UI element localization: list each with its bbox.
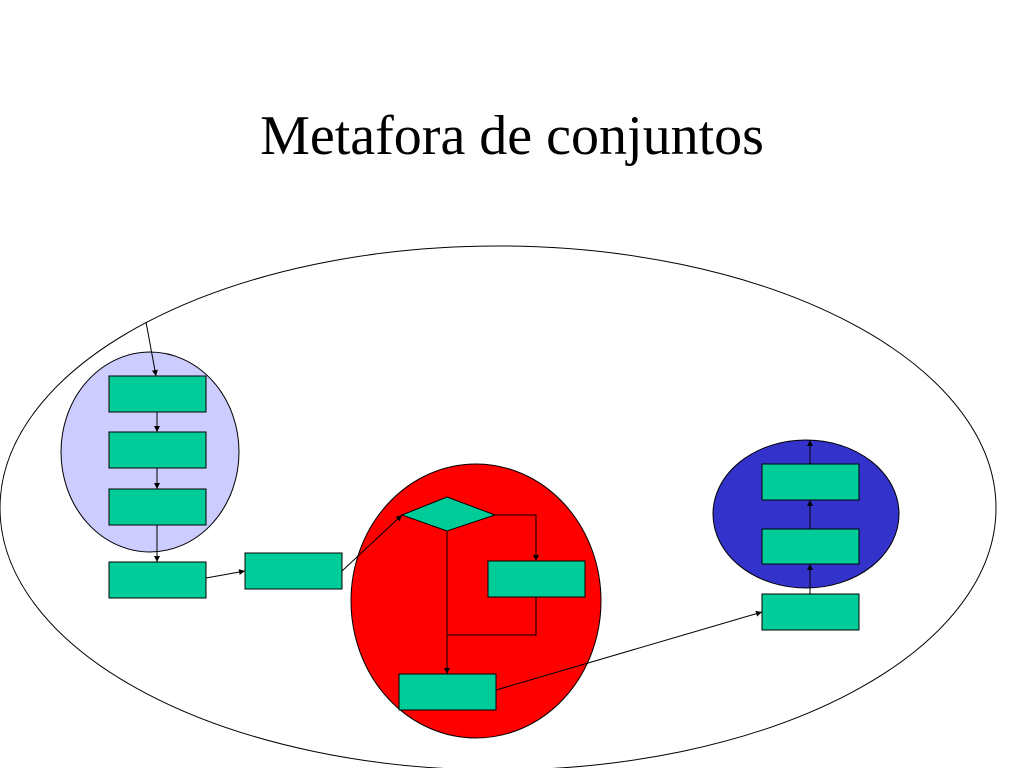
connectors (145, 321, 813, 691)
entry-arrow (145, 321, 158, 377)
process-box (761, 528, 860, 565)
decision-diamond (400, 496, 497, 532)
process-box (108, 375, 207, 413)
arrow-box4-box5 (205, 569, 246, 579)
process-box (108, 561, 207, 599)
process-box (761, 593, 860, 631)
red-set (350, 463, 602, 739)
arrow-diamond-right (495, 514, 539, 561)
process-box (761, 463, 860, 501)
process-box (108, 488, 207, 526)
process-box (108, 431, 207, 469)
blue-set (712, 439, 900, 589)
arrow-box5-diamond (341, 514, 403, 572)
process-box (398, 673, 497, 711)
process-box (244, 552, 343, 590)
merge-line (447, 597, 537, 636)
slide-title: Metafora de conjuntos (260, 105, 764, 167)
process-box (487, 560, 586, 598)
arrow-red-to-blue (495, 610, 763, 691)
process-boxes (108, 375, 860, 711)
